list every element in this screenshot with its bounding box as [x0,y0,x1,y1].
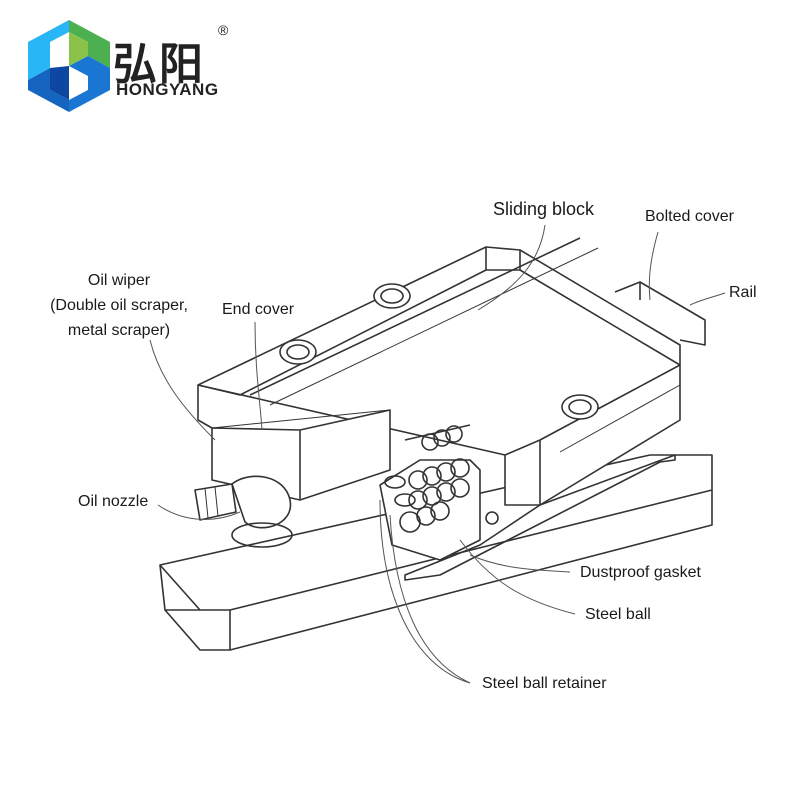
label-steel-ball: Steel ball [585,606,651,623]
label-oil-wiper-line3: metal scraper) [67,322,171,339]
leader-lines [149,224,726,684]
label-dustproof-gasket: Dustproof gasket [580,564,701,581]
dustproof-gasket-outline [404,454,676,581]
label-oil-wiper-line2: (Double oil scraper, [50,297,188,314]
brand-name-en: HONGYANG [116,80,219,99]
label-rail: Rail [729,284,757,301]
label-bolted-cover: Bolted cover [645,208,734,225]
bolt-holes [279,283,599,420]
sliding-block-outline [197,237,681,506]
brand-logo-icon [28,20,110,112]
label-oil-wiper-line1: Oil wiper [87,272,151,289]
label-steel-ball-retainer: Steel ball retainer [482,675,607,692]
brand-name-cn: 弘阳 [113,39,205,90]
label-sliding-block: Sliding block [493,199,595,219]
registered-mark: ® [218,22,229,38]
label-end-cover: End cover [222,301,295,318]
steel-balls [379,424,499,561]
oil-nozzle-outline [194,475,293,548]
label-oil-nozzle: Oil nozzle [78,493,149,510]
